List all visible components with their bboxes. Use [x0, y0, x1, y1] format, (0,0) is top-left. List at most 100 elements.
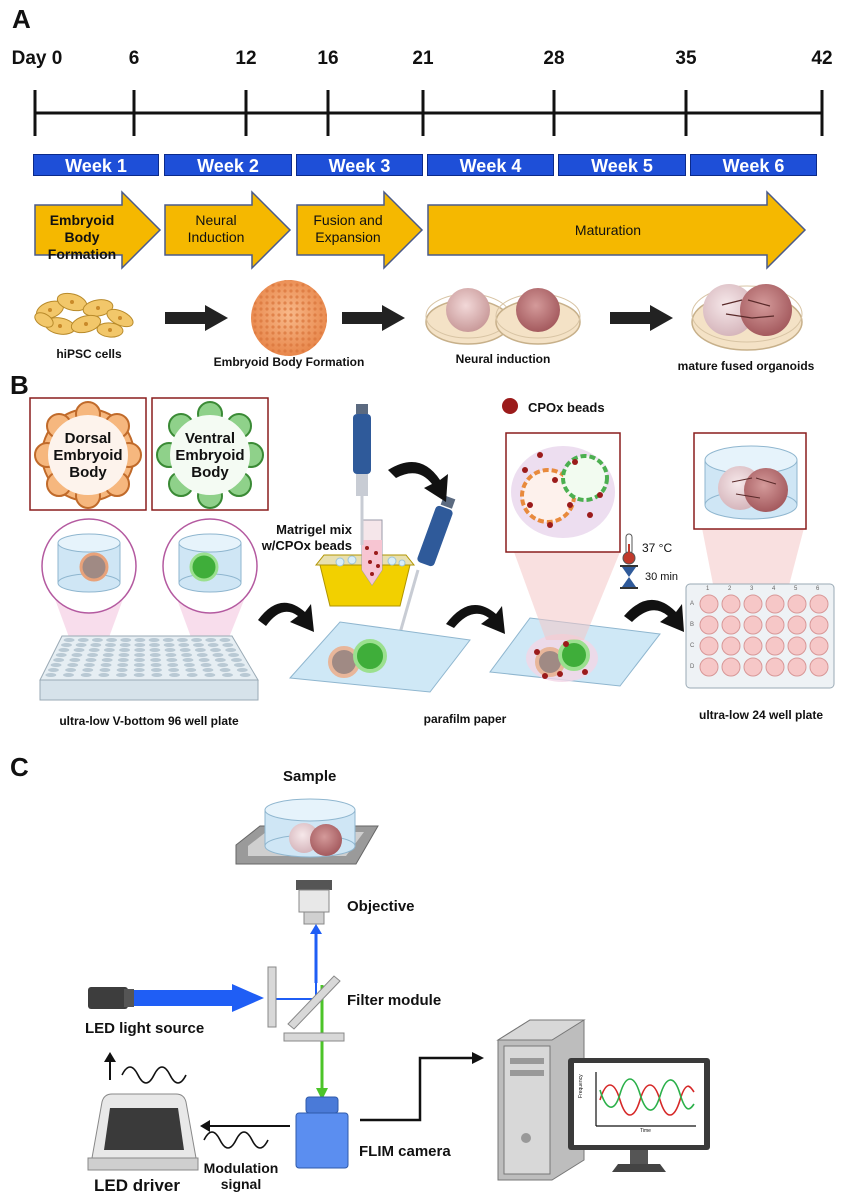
matrigel-tube-icon: [361, 519, 383, 586]
well-96: [207, 643, 219, 647]
well-96: [60, 643, 72, 647]
well-24: [765, 657, 785, 677]
well-96: [236, 668, 248, 672]
well-96: [77, 638, 89, 642]
well-24: [721, 615, 741, 635]
well-24: [699, 615, 719, 635]
well-96: [91, 638, 103, 642]
plate24-col-3: 3: [750, 586, 754, 592]
dorsal-box: [29, 397, 147, 511]
well-96: [119, 643, 131, 647]
sine-wave-1: [121, 1066, 187, 1084]
stage-label-maturation: Maturation: [574, 222, 642, 238]
well-96: [222, 643, 234, 647]
panel-a-label: A: [12, 4, 31, 34]
well-96: [106, 638, 118, 642]
led-source-label: LED light source: [85, 1020, 205, 1037]
well-96: [150, 658, 162, 662]
well-24: [743, 636, 763, 656]
week-1-box: Week 1: [33, 154, 159, 176]
plate24-col-5: 5: [794, 586, 798, 592]
well-96: [200, 663, 212, 667]
ventral-well-icon: [178, 533, 242, 593]
led-driver-icon: [87, 1093, 199, 1171]
well-96: [210, 648, 222, 652]
well-96: [83, 663, 95, 667]
well-96: [191, 638, 203, 642]
well-96: [120, 638, 132, 642]
well-96: [63, 638, 75, 642]
well-24: [787, 615, 807, 635]
plate24-row-c: C: [690, 643, 695, 649]
temperature-label: 37 °C: [642, 541, 673, 555]
well-96: [176, 638, 188, 642]
well-96: [214, 658, 226, 662]
well-96: [65, 668, 77, 672]
well-96: [88, 648, 100, 652]
arrow-a1-icon: [165, 305, 228, 331]
plot-x-label: Time: [640, 1128, 651, 1134]
caption-neural-induction: Neural induction: [455, 352, 551, 366]
day-label-12: 12: [235, 48, 257, 69]
well-96: [164, 648, 176, 652]
bead-zoom-content: [511, 446, 615, 538]
well-24: [699, 636, 719, 656]
well-96: [167, 663, 179, 667]
pipette-1-icon: [353, 404, 371, 545]
well-24: [809, 594, 829, 614]
filter-module-label: Filter module: [347, 992, 442, 1009]
well-96: [104, 643, 116, 647]
week-6-box: Week 6: [690, 154, 817, 176]
well-96: [116, 668, 128, 672]
dorsal-flower-icon: [34, 401, 142, 509]
stage-arrow-maturation: [427, 190, 807, 270]
well-96: [149, 653, 161, 657]
stage-arrow-fusion: [296, 190, 424, 270]
well-96: [103, 648, 115, 652]
well-96: [198, 658, 210, 662]
arrow-a3-icon: [610, 305, 673, 331]
plate-96-icon: [39, 635, 259, 701]
well-96: [67, 663, 79, 667]
well-96: [202, 668, 214, 672]
well-96: [133, 663, 145, 667]
camera-to-computer-line: [360, 1056, 474, 1122]
well-96: [133, 658, 145, 662]
well-96: [69, 658, 81, 662]
well-96: [217, 663, 229, 667]
week-3-box: Week 3: [296, 154, 423, 176]
caption-eb-formation: Embryoid Body Formation: [213, 355, 365, 369]
well-96: [50, 663, 62, 667]
timeline-ticks: [33, 90, 824, 136]
well-96: [219, 668, 231, 672]
well-96: [182, 658, 194, 662]
well-24: [699, 657, 719, 677]
well-96: [99, 668, 111, 672]
panel-c-label: C: [10, 752, 29, 782]
ice-box-icon: [314, 554, 416, 607]
petri-dish-1-icon: [425, 288, 511, 345]
well-24: [721, 657, 741, 677]
well-96: [75, 643, 87, 647]
day-label-35: 35: [675, 48, 697, 69]
day-label-28: 28: [543, 48, 565, 69]
computer-monitor-icon: [568, 1058, 710, 1172]
well-96: [212, 653, 224, 657]
frequency-time-plot: [595, 1072, 696, 1127]
well-24: [787, 636, 807, 656]
well-24: [743, 615, 763, 635]
well-96: [225, 648, 237, 652]
cpox-bead-icon: [502, 398, 518, 414]
well-96: [102, 653, 114, 657]
thermometer-icon: [622, 533, 636, 565]
cpox-beads-label: CPOx beads: [528, 400, 605, 415]
well-96: [186, 673, 198, 677]
week-5-box: Week 5: [558, 154, 686, 176]
plate-96-label: ultra-low V-bottom 96 well plate: [59, 714, 239, 728]
well-96: [228, 653, 240, 657]
